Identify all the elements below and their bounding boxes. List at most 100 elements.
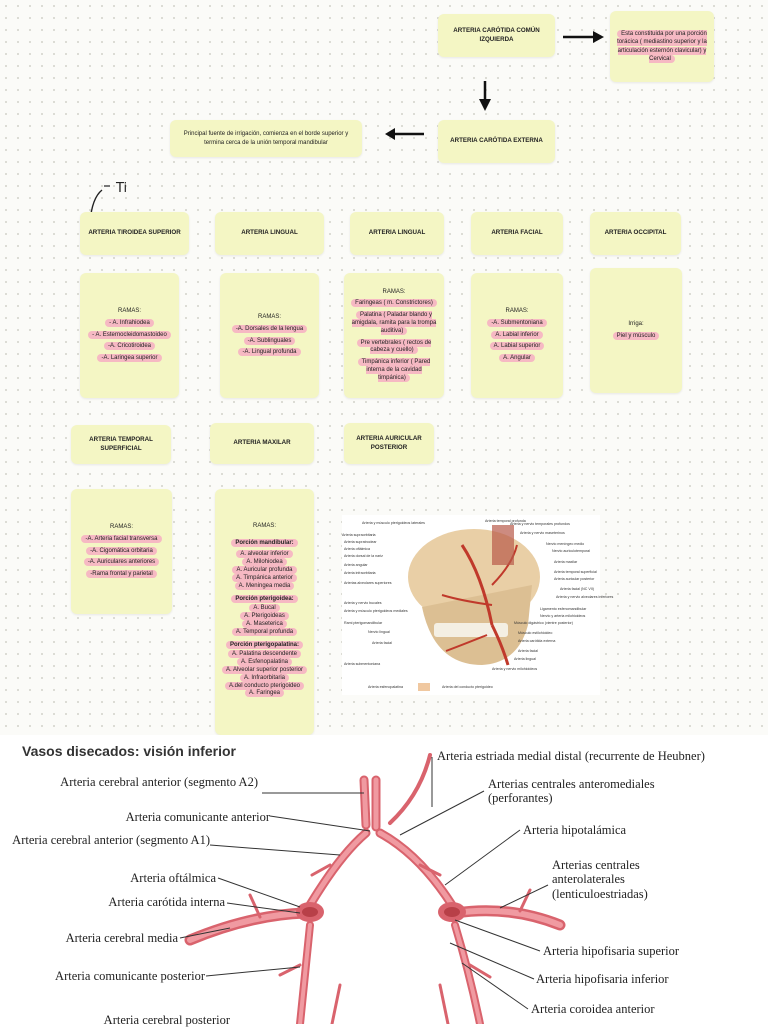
branch-item: A. Labial superior bbox=[489, 342, 545, 351]
branch-title: ARTERIA OCCIPITAL bbox=[604, 229, 667, 237]
illustration-label: Arteria y nervio temporales profundos bbox=[510, 522, 570, 526]
common-carotid-title: ARTERIA CARÓTIDA COMÚN IZQUIERDA bbox=[453, 27, 540, 43]
branch-heading: RAMAS: bbox=[257, 313, 281, 320]
branch-item: -A. Dorsales de la lengua bbox=[231, 324, 308, 333]
branch-title-card[interactable]: ARTERIA AURICULAR POSTERIOR bbox=[344, 423, 434, 464]
illustration-label: Músculo digástrico (vientre posterior) bbox=[514, 621, 573, 625]
branch-detail-card[interactable]: RAMAS: Faringeas ( m. Constrictores) Pal… bbox=[344, 273, 444, 398]
branch-item: A. Pterigoideas bbox=[240, 612, 289, 621]
branch-heading: RAMAS: bbox=[109, 524, 133, 530]
branch-title-card[interactable]: ARTERIA LINGUAL bbox=[350, 212, 444, 255]
illustration-label: Arteria lingual bbox=[514, 657, 536, 661]
branch-detail-card[interactable]: RAMAS: -A. Submentoniana A. Labial infer… bbox=[471, 273, 563, 398]
mind-map-canvas: ARTERIA CARÓTIDA COMÚN IZQUIERDA Esta co… bbox=[0, 0, 768, 735]
branch-title: ARTERIA TIROIDEA SUPERIOR bbox=[88, 229, 181, 237]
branch-title: ARTERIA LINGUAL bbox=[241, 229, 298, 237]
illustration-label: Nervio y arteria milohioideos bbox=[540, 614, 586, 618]
illustration-label: Nervio lingual bbox=[368, 630, 390, 634]
label-internal-carotid: Arteria carótida interna bbox=[108, 895, 225, 909]
label-heubner: Arteria estriada medial distal (recurren… bbox=[437, 749, 705, 763]
illustration-label: Arteria temporal profunda bbox=[485, 519, 526, 523]
branch-item: A. Palatina descendente bbox=[227, 650, 302, 659]
illustration-label: Arteria y músculo pterigoideos laterales bbox=[362, 521, 425, 525]
illustration-label: Arteria y músculo pterigoideos mediales bbox=[344, 609, 408, 613]
branch-item: Timpánica inferior ( Pared interna de la… bbox=[357, 358, 431, 382]
illustration-label: Nervio meníngeo medio bbox=[546, 542, 585, 546]
common-carotid-card[interactable]: ARTERIA CARÓTIDA COMÚN IZQUIERDA bbox=[438, 14, 555, 57]
skull-drawing bbox=[408, 525, 540, 691]
branch-item: -A. Arteria facial transversa bbox=[81, 534, 162, 543]
illustration-label: Arteria supratroclear bbox=[344, 540, 377, 544]
illustration-label: Arteria facial bbox=[518, 649, 538, 653]
illustration-label: Arteria temporal superficial bbox=[554, 570, 597, 574]
branch-detail-card[interactable]: RAMAS: -A. Arteria facial transversa -A.… bbox=[71, 489, 172, 614]
illustration-label: Nervio auriculotemporal bbox=[552, 549, 590, 553]
branch-item: Pre vertebrales ( rectos de cabeza y cue… bbox=[356, 338, 432, 355]
branch-title-card[interactable]: ARTERIA LINGUAL bbox=[215, 212, 324, 255]
illustration-label: Arteria y nervio maseterinos bbox=[520, 531, 565, 535]
illustration-label: Arteria infraorbitaria bbox=[344, 571, 376, 575]
branch-title-card[interactable]: ARTERIA TEMPORAL SUPERFICIAL bbox=[71, 425, 171, 464]
branch-item: A. Auricular profunda bbox=[232, 566, 297, 575]
external-carotid-card[interactable]: ARTERIA CARÓTIDA EXTERNA bbox=[438, 120, 555, 163]
external-carotid-note-card[interactable]: Principal fuente de irrigación, comienza… bbox=[170, 120, 362, 157]
branch-title: ARTERIA TEMPORAL SUPERFICIAL bbox=[89, 436, 153, 452]
branch-title: ARTERIA LINGUAL bbox=[368, 229, 426, 237]
label-ophthalmic: Arteria oftálmica bbox=[130, 871, 216, 885]
label-middle-cerebral: Arteria cerebral media bbox=[65, 931, 178, 945]
branch-item: A. Labial inferior bbox=[491, 330, 543, 339]
illustration-label: Arteria dorsal de la nariz bbox=[344, 554, 383, 558]
label-anterior-cerebral-a2: Arteria cerebral anterior (segmento A2) bbox=[60, 775, 258, 789]
maxillary-group-label: Porción pterigoidea: bbox=[231, 594, 298, 603]
arrow-right-icon bbox=[563, 31, 604, 43]
illustration-label: Ligamento esfenomandibular bbox=[540, 607, 587, 611]
branch-item: A. Milohiodea bbox=[242, 558, 287, 567]
branch-item: A. Alveolar superior posterior bbox=[221, 665, 308, 674]
branch-item: A. Esfenopalatina bbox=[236, 658, 293, 667]
arterial-circle-drawing bbox=[179, 753, 566, 1024]
branch-item: -A. Laringea superior bbox=[97, 354, 162, 363]
illustration-label: Arteria esfenopalatina bbox=[368, 685, 403, 689]
label-inferior-hypophyseal: Arteria hipofisaria inferior bbox=[536, 972, 669, 986]
arrow-down-icon bbox=[479, 81, 491, 111]
branch-item: -A. Cigomática orbitaria bbox=[86, 546, 157, 555]
branch-item: -A. Lingual profunda bbox=[238, 348, 301, 357]
label-anterior-choroidal: Arteria coroidea anterior bbox=[531, 1002, 655, 1016]
branch-title: ARTERIA FACIAL bbox=[491, 229, 543, 237]
arrow-left-icon bbox=[385, 128, 424, 140]
branch-detail-card[interactable]: RAMAS: -A. Dorsales de la lengua -A. Sub… bbox=[220, 273, 319, 398]
branch-detail-card[interactable]: Irriga: Piel y músculo bbox=[590, 268, 682, 393]
branch-heading: RAMAS: bbox=[117, 308, 141, 314]
skull-illustration: Arteria y músculo pterigoideos laterales… bbox=[342, 515, 613, 695]
branch-item: A. Faringea bbox=[244, 689, 285, 698]
branch-item: Faringeas ( m. Constrictores) bbox=[351, 299, 437, 308]
illustration-label: Arteria facial bbox=[372, 641, 392, 645]
branch-item: A. Infraorbitaria bbox=[239, 673, 290, 682]
label-anterior-communicating: Arteria comunicante anterior bbox=[125, 810, 270, 824]
maxillary-group-label: Porción mandibular: bbox=[231, 538, 298, 547]
common-carotid-note-card[interactable]: Esta constituida por una porción torácic… bbox=[610, 11, 714, 82]
label-posterior-communicating: Arteria comunicante posterior bbox=[55, 969, 205, 983]
branch-item: -A. Sublinguales bbox=[243, 336, 296, 345]
label-anteromedial: Arterias centrales anteromediales (perfo… bbox=[488, 777, 655, 806]
branch-title-card[interactable]: ARTERIA MAXILAR bbox=[210, 423, 314, 464]
maxillary-detail-card[interactable]: RAMAS: Porción mandibular: A. alveolar i… bbox=[215, 489, 314, 735]
illustration-label: Arteria submentoniana bbox=[344, 662, 381, 666]
branch-title-card[interactable]: ARTERIA TIROIDEA SUPERIOR bbox=[80, 212, 189, 255]
handwritten-text: Ti bbox=[116, 181, 128, 196]
common-carotid-note: Esta constituida por una porción torácic… bbox=[617, 30, 707, 63]
branch-title-card[interactable]: ARTERIA FACIAL bbox=[471, 212, 563, 255]
branch-title-card[interactable]: ARTERIA OCCIPITAL bbox=[590, 212, 681, 255]
figure-title: Vasos disecados: visión inferior bbox=[22, 743, 236, 759]
branch-item: A. Timpánica anterior bbox=[232, 573, 297, 582]
illustration-label: Arteria supraorbitaria bbox=[342, 533, 376, 537]
branch-detail-card[interactable]: RAMAS: - A. Infrahiodea - A. Esternoclei… bbox=[80, 273, 179, 398]
branch-item: A. alveolar inferior bbox=[236, 549, 293, 558]
illustration-label: Arteria del conducto pterigoideo bbox=[442, 685, 493, 689]
external-carotid-note: Principal fuente de irrigación, comienza… bbox=[183, 131, 349, 146]
illustration-label: Arteria angular bbox=[344, 563, 368, 567]
branch-item: A. Temporal profunda bbox=[231, 627, 298, 636]
branch-item: - A. Infrahiodea bbox=[105, 318, 154, 327]
illustration-label: Arteria oftálmica bbox=[344, 547, 370, 551]
branch-title: ARTERIA AURICULAR POSTERIOR bbox=[356, 435, 422, 451]
